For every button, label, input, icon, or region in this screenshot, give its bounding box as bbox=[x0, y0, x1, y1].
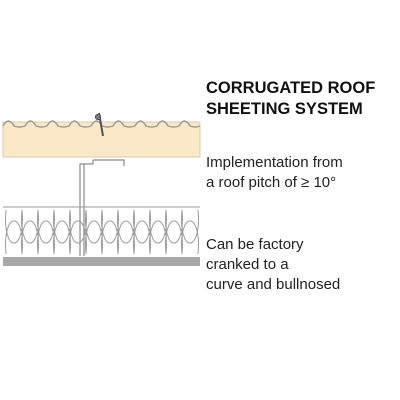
insulation-layer bbox=[3, 206, 200, 255]
roof-pitch-note: Implementation from a roof pitch of ≥ 10… bbox=[206, 154, 343, 191]
purlin-support bbox=[79, 159, 125, 256]
screw-icon bbox=[94, 112, 104, 137]
diagram-title: CORRUGATED ROOF SHEETING SYSTEM bbox=[206, 79, 376, 118]
factory-cranking-note: Can be factory cranked to a curve and bu… bbox=[206, 236, 341, 293]
base-liner-sheet bbox=[3, 257, 200, 266]
